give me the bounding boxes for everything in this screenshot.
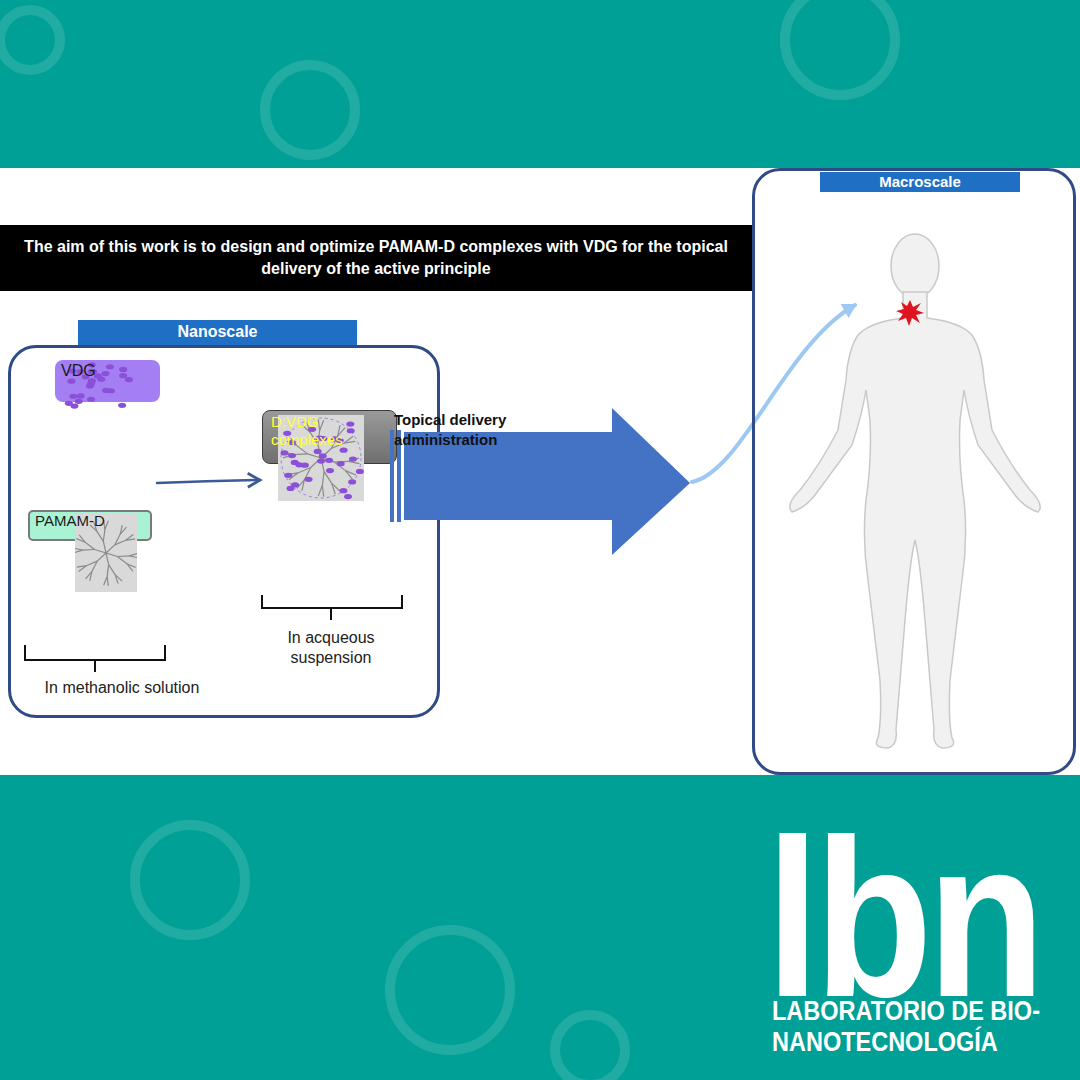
pill-text: VDG xyxy=(61,362,154,380)
component-box: PAMAM-D xyxy=(28,510,158,640)
heading-bar: Nanoscale xyxy=(78,320,357,345)
top-band xyxy=(0,0,1080,168)
logo-text: LABORATORIO DE BIO-NANOTECNOLOGÍA xyxy=(772,996,1052,1058)
group-note: In acqueous suspension xyxy=(268,628,394,668)
panel-frame xyxy=(752,168,1076,775)
group-note: In methanolic solution xyxy=(22,678,222,697)
process-arrow: Topical delivery administration xyxy=(388,408,692,556)
component-box: D:VDG complexes xyxy=(262,410,394,580)
decor xyxy=(0,0,895,1080)
heading-bar: Macroscale xyxy=(820,172,1020,192)
title-banner: The aim of this work is to design and op… xyxy=(0,225,752,291)
component-box: VDG xyxy=(55,360,155,490)
connector-arrow xyxy=(157,480,260,483)
title-text: The aim of this work is to design and op… xyxy=(14,236,738,279)
heading-text: Macroscale xyxy=(879,173,961,190)
connector-arrow xyxy=(692,305,855,482)
heading-text: Nanoscale xyxy=(177,323,257,341)
region-panel: Macroscale xyxy=(752,168,1076,775)
arrow-text: Topical delivery administration xyxy=(394,410,594,451)
arrow-shape xyxy=(388,408,692,556)
region-panel: NanoscaleVDG PAMAM-D D:VDG complexes xyxy=(8,320,440,718)
bottom-band xyxy=(0,775,1080,1080)
human-figure xyxy=(790,234,1040,748)
pill-text: PAMAM-D xyxy=(35,512,145,529)
pill-text: D:VDG complexes xyxy=(271,413,388,449)
brackets xyxy=(25,595,402,672)
lesion-star xyxy=(896,300,924,326)
